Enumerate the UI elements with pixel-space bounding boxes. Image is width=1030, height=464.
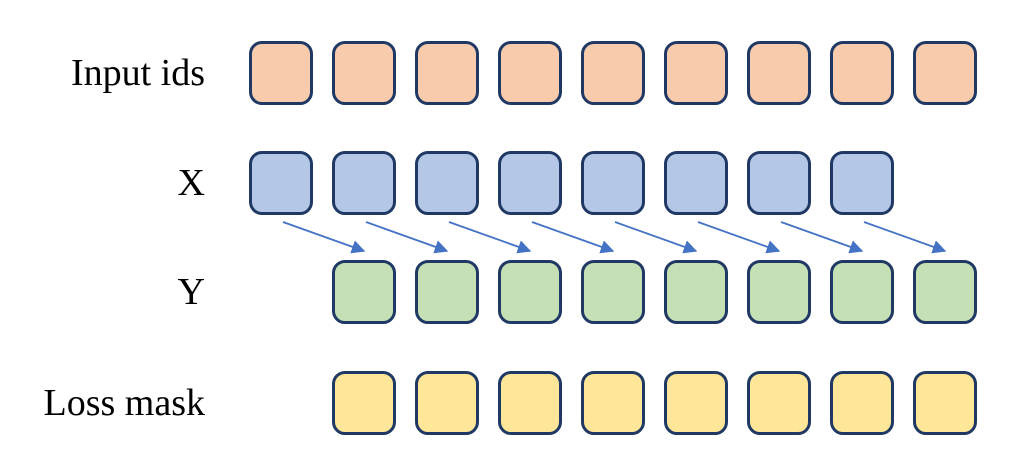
y-token-box <box>913 260 977 324</box>
x-token-box <box>249 151 313 215</box>
input-ids-token-box <box>747 41 811 105</box>
row-label-y: Y <box>177 271 205 313</box>
row-label-loss-mask: Loss mask <box>43 382 206 424</box>
y-token-box <box>664 260 728 324</box>
input-ids-token-box <box>664 41 728 105</box>
x-to-y-shift-arrow <box>697 221 781 254</box>
row-label-x: X <box>177 162 205 204</box>
x-token-box <box>415 151 479 215</box>
loss-mask-token-box <box>581 371 645 435</box>
y-token-box <box>747 260 811 324</box>
input-ids-token-box <box>332 41 396 105</box>
input-ids-token-box <box>249 41 313 105</box>
x-to-y-shift-arrow <box>365 221 449 254</box>
x-to-y-shift-arrow <box>863 221 947 254</box>
input-ids-token-box <box>581 41 645 105</box>
y-token-box <box>830 260 894 324</box>
input-ids-token-box <box>830 41 894 105</box>
loss-mask-token-box <box>830 371 894 435</box>
x-to-y-shift-arrow <box>614 221 698 254</box>
y-token-box <box>415 260 479 324</box>
loss-mask-token-box <box>664 371 728 435</box>
x-token-box <box>498 151 562 215</box>
y-token-box <box>581 260 645 324</box>
x-token-box <box>332 151 396 215</box>
x-to-y-shift-arrow <box>282 221 366 254</box>
loss-mask-token-box <box>498 371 562 435</box>
y-token-box <box>332 260 396 324</box>
x-to-y-shift-arrow <box>531 221 615 254</box>
input-ids-token-box <box>498 41 562 105</box>
x-token-box <box>747 151 811 215</box>
x-token-box <box>581 151 645 215</box>
x-to-y-shift-arrow <box>448 221 532 254</box>
loss-mask-token-box <box>747 371 811 435</box>
y-token-box <box>498 260 562 324</box>
row-label-input-ids: Input ids <box>70 52 205 94</box>
loss-mask-token-box <box>415 371 479 435</box>
x-to-y-shift-arrow <box>780 221 864 254</box>
input-ids-token-box <box>415 41 479 105</box>
loss-mask-token-box <box>332 371 396 435</box>
input-ids-token-box <box>913 41 977 105</box>
loss-mask-token-box <box>913 371 977 435</box>
x-token-box <box>664 151 728 215</box>
x-token-box <box>830 151 894 215</box>
